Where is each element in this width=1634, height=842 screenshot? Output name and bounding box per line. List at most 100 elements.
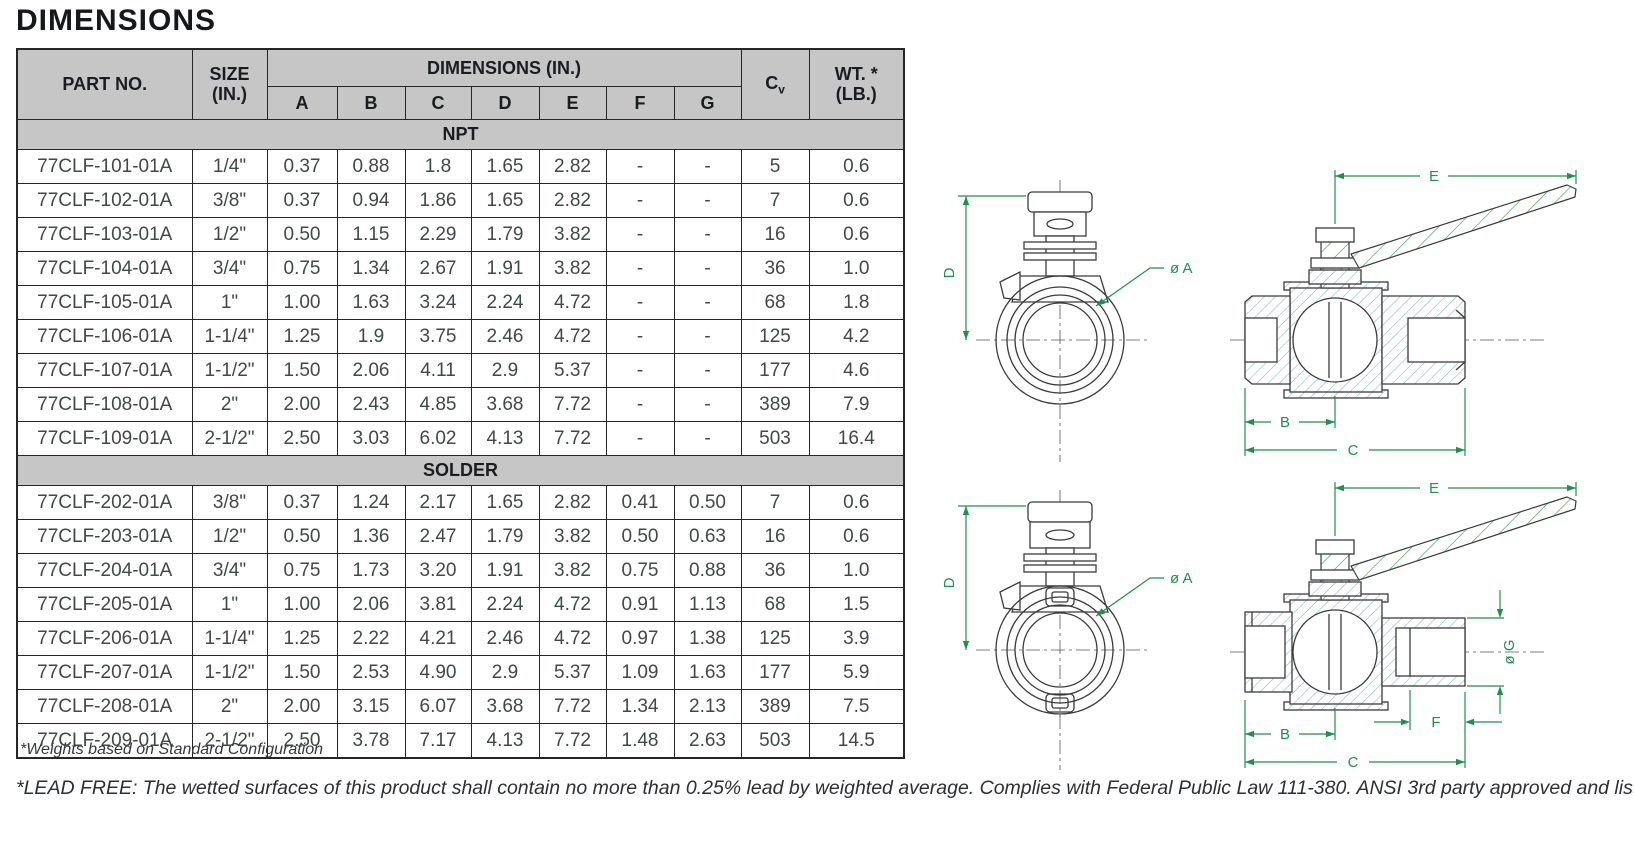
cell-value: - — [605, 353, 675, 388]
cell-value: 0.37 — [266, 183, 338, 218]
cell-value: 0.75 — [266, 553, 338, 588]
cell-value: 1-1/2" — [191, 353, 268, 388]
cell-value: 6.02 — [404, 421, 472, 456]
col-header-dim-c: C — [404, 86, 472, 120]
cell-value: 2.63 — [673, 723, 742, 759]
cell-value: 2.06 — [336, 353, 406, 388]
cell-value: 0.6 — [808, 485, 905, 520]
cell-value: 0.6 — [808, 217, 905, 252]
cell-value: 125 — [740, 319, 810, 354]
cell-value: 5.37 — [538, 353, 607, 388]
cell-value: 2.67 — [404, 251, 472, 286]
col-header-dim-e: E — [538, 86, 607, 120]
cell-value: 2" — [191, 387, 268, 422]
cell-value: 3.82 — [538, 553, 607, 588]
cell-value: 0.37 — [266, 485, 338, 520]
cell-value: 1.65 — [470, 485, 540, 520]
cell-value: 3.82 — [538, 217, 607, 252]
cell-value: 7 — [740, 485, 810, 520]
header-line: SIZE — [209, 63, 250, 84]
cell-value: 4.13 — [470, 421, 540, 456]
dim-label-dia-a: ø A — [1170, 260, 1193, 277]
cell-value: 1-1/4" — [191, 319, 268, 354]
cell-value: 177 — [740, 655, 810, 690]
dim-label-b: B — [1280, 414, 1290, 431]
cell-value: 2.9 — [470, 655, 540, 690]
section-label: SOLDER — [16, 455, 905, 486]
cell-value: 4.21 — [404, 621, 472, 656]
cell-value: 389 — [740, 689, 810, 724]
cell-value: 2.53 — [336, 655, 406, 690]
cell-part-no: 77CLF-107-01A — [16, 353, 193, 388]
cell-value: 1.63 — [336, 285, 406, 320]
cell-value: 3.9 — [808, 621, 905, 656]
cell-value: 1.65 — [470, 183, 540, 218]
npt-front-view-drawing: D ø A — [941, 180, 1193, 462]
col-header-dim-f: F — [605, 86, 675, 120]
cell-value: 1.48 — [605, 723, 675, 759]
cell-value: 1.0 — [808, 251, 905, 286]
cell-value: 0.50 — [605, 519, 675, 554]
cell-value: 3/4" — [191, 553, 268, 588]
cell-value: 16 — [740, 519, 810, 554]
cell-value: - — [673, 387, 742, 422]
cell-value: 3/8" — [191, 183, 268, 218]
col-header-dimensions-group: DIMENSIONS (IN.) — [266, 48, 742, 87]
cell-value: 1.79 — [470, 519, 540, 554]
cell-value: 2.00 — [266, 689, 338, 724]
cv-base: C — [765, 72, 779, 93]
cell-value: 503 — [740, 723, 810, 759]
cell-value: 1.15 — [336, 217, 406, 252]
cell-value: 3.24 — [404, 285, 472, 320]
cell-value: 1.79 — [470, 217, 540, 252]
cell-value: 36 — [740, 251, 810, 286]
cell-value: - — [673, 251, 742, 286]
cell-value: - — [605, 183, 675, 218]
cell-value: 2.50 — [266, 421, 338, 456]
cell-value: 1" — [191, 285, 268, 320]
cell-value: 0.97 — [605, 621, 675, 656]
cell-value: 2.00 — [266, 387, 338, 422]
cell-value: 1.34 — [336, 251, 406, 286]
dim-label-b: B — [1280, 726, 1290, 743]
cell-part-no: 77CLF-209-01A — [16, 723, 193, 759]
cell-value: 125 — [740, 621, 810, 656]
cell-value: 2-1/2" — [191, 421, 268, 456]
section-band-row: SOLDER — [16, 455, 905, 486]
cell-value: 5 — [740, 149, 810, 184]
cell-part-no: 77CLF-103-01A — [16, 217, 193, 252]
cell-value: 2-1/2" — [191, 723, 268, 759]
cell-value: 4.72 — [538, 587, 607, 622]
cell-part-no: 77CLF-108-01A — [16, 387, 193, 422]
cell-value: 1.36 — [336, 519, 406, 554]
cell-value: 1.73 — [336, 553, 406, 588]
cell-value: 7.9 — [808, 387, 905, 422]
col-header-part-no: PART NO. — [16, 48, 193, 120]
col-header-dim-g: G — [673, 86, 742, 120]
cell-value: - — [673, 183, 742, 218]
cell-value: - — [673, 353, 742, 388]
cell-value: 68 — [740, 285, 810, 320]
cell-value: 3.82 — [538, 519, 607, 554]
cell-part-no: 77CLF-203-01A — [16, 519, 193, 554]
header-line: (LB.) — [835, 83, 877, 104]
cell-value: 389 — [740, 387, 810, 422]
dim-label-f: F — [1431, 714, 1440, 731]
dim-label-d: D — [941, 577, 958, 588]
dim-label-dia-a: ø A — [1170, 570, 1193, 587]
cell-value: 0.41 — [605, 485, 675, 520]
cell-value: 36 — [740, 553, 810, 588]
cell-value: 3.78 — [336, 723, 406, 759]
cell-value: 1.91 — [470, 553, 540, 588]
solder-side-view-drawing: E ø G F B C — [1230, 480, 1577, 770]
col-header-wt: WT. * (LB.) — [808, 48, 905, 120]
cell-value: 2.82 — [538, 183, 607, 218]
section-label: NPT — [16, 119, 905, 150]
